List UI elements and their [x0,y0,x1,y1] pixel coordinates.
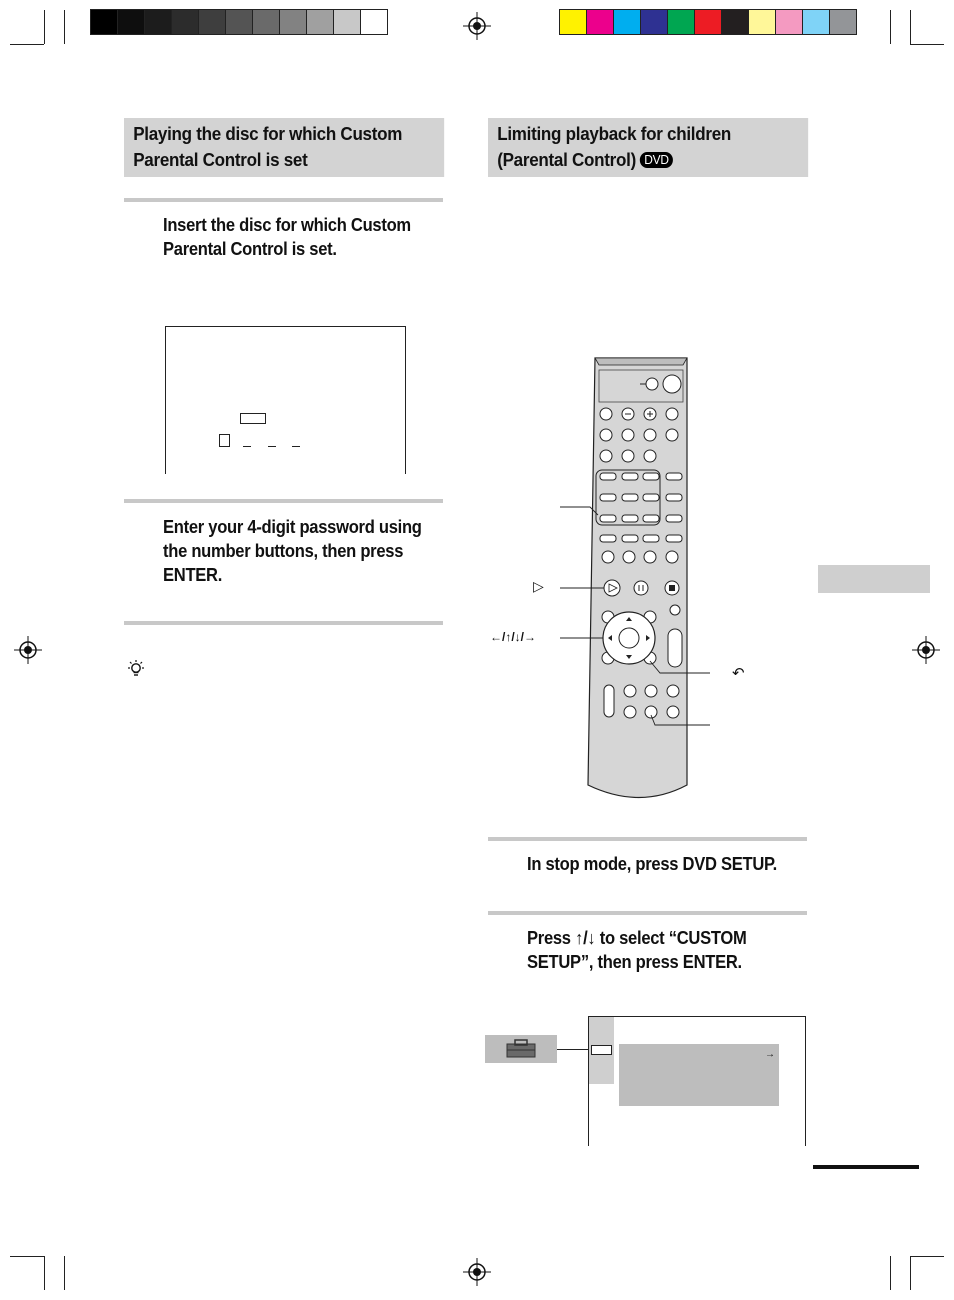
right-step1-rule [488,837,807,841]
left-header-line1: Playing the disc for which Custom [133,123,403,144]
setup-menu-screen: → [588,1016,806,1146]
registration-mark-icon [14,636,42,664]
right-step2-line2: SETUP”, then press ENTER. [527,952,742,972]
password-screen-illustration [165,326,406,474]
lightbulb-hint-icon [128,660,144,676]
screen-field-box [240,413,266,424]
left-step2-line1: Enter your 4-digit password using [163,517,422,537]
left-step1-rule [124,198,443,202]
password-digit-slot [243,446,251,447]
continued-bar [813,1165,919,1169]
right-step2-line1: Press ↑/↓ to select “CUSTOM [527,928,747,948]
left-section-header: Playing the disc for which Custom Parent… [124,118,445,177]
left-step2-text: Enter your 4-digit password using the nu… [163,515,422,587]
registration-mark-icon [912,636,940,664]
left-step1-line1: Insert the disc for which Custom [163,215,411,235]
registration-mark-icon [463,12,491,40]
left-bottom-rule [124,621,443,625]
remote-control-illustration [560,357,710,798]
registration-mark-icon [463,1258,491,1286]
right-step2-text: Press ↑/↓ to select “CUSTOM SETUP”, then… [527,926,747,974]
remote-label-arrows: ←/↑/↓/→ [490,630,537,644]
remote-label-play: ▷ [533,578,544,594]
password-digit-slot [268,446,276,447]
remote-label-return: ↶ [732,665,745,682]
password-cursor [219,434,230,447]
right-header-line2: (Parental Control) [497,149,636,170]
password-digit-slot [292,446,300,447]
left-step2-line3: ENTER. [163,565,223,585]
setup-callout-line [557,1049,590,1050]
right-step1-text: In stop mode, press DVD SETUP. [527,854,777,874]
setup-menu-panel: → [619,1044,779,1106]
right-header-line1: Limiting playback for children [497,123,732,144]
toolbox-icon [506,1039,536,1058]
left-step1-text: Insert the disc for which Custom Parenta… [163,213,411,261]
left-step1-line2: Parental Control is set. [163,239,337,259]
setup-menu-selected-icon [591,1045,612,1055]
dvd-badge: DVD [639,152,674,168]
process-color-bar [559,9,857,35]
left-step2-rule [124,499,443,503]
setup-menu-arrow: → [765,1049,775,1060]
chapter-side-tab [818,565,930,593]
setup-icon-box [485,1035,557,1063]
right-step2-rule [488,911,807,915]
right-section-header: Limiting playback for children (Parental… [488,118,809,177]
left-header-line2: Parental Control is set [133,149,308,170]
grayscale-color-bar [90,9,388,35]
right-header-line2-row: (Parental Control)DVD [497,147,799,173]
left-step2-line2: the number buttons, then press [163,541,404,561]
